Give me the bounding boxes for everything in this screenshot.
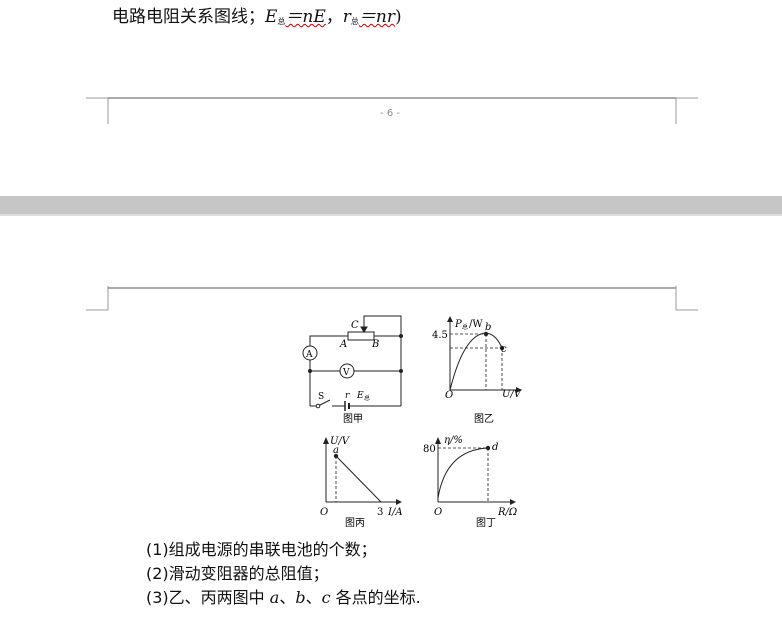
ding-tick-80: 80 xyxy=(423,444,436,455)
junction-dot xyxy=(399,334,403,338)
junction-dot xyxy=(308,369,312,373)
question-1-text: 组成电源的串联电池的个数； xyxy=(168,540,377,559)
page-footer-margins xyxy=(86,97,698,124)
x-arrow-icon xyxy=(516,387,522,393)
question-3-sep1: 、 xyxy=(279,588,296,607)
ding-origin: O xyxy=(434,507,442,518)
bing-label-a: a xyxy=(333,445,339,456)
question-1-number: (1) xyxy=(146,540,169,559)
question-2-text: 滑动变阻器的总阻值； xyxy=(168,564,329,583)
question-3-text-after: 各点的坐标. xyxy=(330,588,421,607)
bing-y-axis-label: U/V xyxy=(330,436,351,447)
label-E-subscript: 总 xyxy=(364,394,370,402)
x-arrow-icon xyxy=(510,499,516,505)
junction-dot xyxy=(399,369,403,373)
question-3: (3)乙、丙两图中 a、b、c 各点的坐标. xyxy=(146,584,421,608)
figure-yi-graph xyxy=(447,316,522,393)
caption-jia: 图甲 xyxy=(343,413,363,425)
yi-label-c: c xyxy=(501,344,507,355)
label-S: S xyxy=(318,392,324,402)
ding-label-d: d xyxy=(492,442,498,453)
bing-x-axis-label: I/A xyxy=(387,507,403,518)
switch-contact xyxy=(315,403,321,409)
figure-ding-graph xyxy=(435,437,516,505)
question-1: (1)组成电源的串联电池的个数； xyxy=(146,536,377,560)
question-3-number: (3) xyxy=(146,588,169,607)
label-E: E xyxy=(356,391,364,401)
caption-ding: 图丁 xyxy=(476,517,496,529)
slider-arrow-icon xyxy=(360,326,368,333)
label-A: A xyxy=(339,339,347,350)
page-number: - 6 - xyxy=(380,108,400,119)
question-3-a: a xyxy=(269,588,280,607)
bing-origin: O xyxy=(320,507,328,518)
page-gap-shadow xyxy=(0,214,782,216)
rheostat-resistor xyxy=(347,331,375,341)
ding-x-axis-label: R/Ω xyxy=(497,507,517,518)
figure-bing-graph xyxy=(323,437,402,505)
question-2-number: (2) xyxy=(146,564,169,583)
question-3-b: b xyxy=(295,588,306,607)
question-3-text-before: 乙、丙两图中 xyxy=(168,588,270,607)
point-b xyxy=(483,331,489,337)
ammeter-label: A xyxy=(305,350,313,360)
voltmeter-label: V xyxy=(342,368,350,378)
label-B: B xyxy=(371,339,379,350)
yi-label-b: b xyxy=(485,322,491,333)
caption-bing: 图丙 xyxy=(345,517,365,529)
figure-jia-circuit xyxy=(302,315,402,411)
point-a xyxy=(333,453,339,459)
e-equation: ＝nE xyxy=(285,7,326,27)
caption-yi: 图乙 xyxy=(474,413,494,425)
page-header-margins xyxy=(86,286,698,311)
r-subscript: 总 xyxy=(350,17,359,26)
yi-tick-4-5: 4.5 xyxy=(432,330,448,341)
top-line-suffix: ) xyxy=(395,7,402,27)
question-3-sep2: 、 xyxy=(305,588,322,607)
point-d xyxy=(485,445,491,451)
yi-x-axis-label: U/V xyxy=(502,389,523,400)
label-C: C xyxy=(351,320,359,331)
point-c xyxy=(499,345,505,351)
yi-y-axis-sub: 总 xyxy=(462,323,468,331)
page-gap xyxy=(0,196,782,214)
ding-y-axis-label: η/% xyxy=(444,435,463,446)
bing-tick-3: 3 xyxy=(377,507,383,518)
e-label: E xyxy=(265,7,278,27)
y-arrow-icon xyxy=(323,437,329,444)
r-equation: ＝nr xyxy=(358,7,395,27)
y-arrow-icon xyxy=(435,437,441,444)
question-2: (2)滑动变阻器的总阻值； xyxy=(146,560,329,584)
yi-y-axis-label: P xyxy=(454,319,462,330)
x-arrow-icon xyxy=(396,499,402,505)
separator: ， xyxy=(325,7,343,27)
top-line-prefix: 电路电阻关系图线； xyxy=(112,7,265,27)
top-text-line: 电路电阻关系图线；E总＝nE，r总＝nr) xyxy=(112,2,402,27)
yi-y-axis-unit: /W xyxy=(469,319,483,330)
y-arrow-icon xyxy=(447,316,453,322)
r-label: r xyxy=(342,7,351,27)
e-subscript: 总 xyxy=(277,17,286,26)
ammeter-icon xyxy=(302,345,318,361)
yi-origin: O xyxy=(445,390,453,401)
label-r: r xyxy=(345,391,350,401)
question-3-c: c xyxy=(321,588,331,607)
